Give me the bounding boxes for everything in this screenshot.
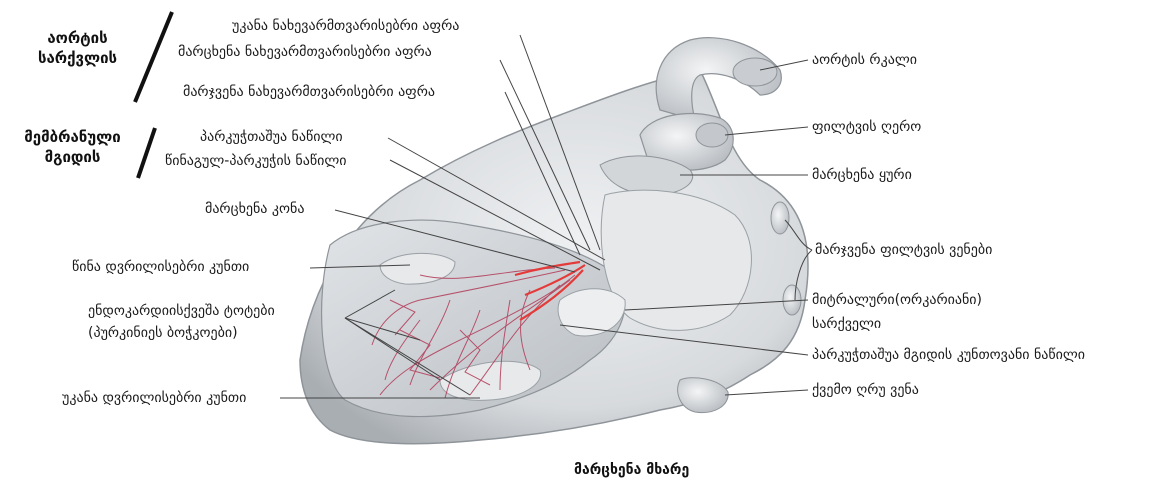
membranous-slash bbox=[138, 128, 155, 178]
label-pulmonary-trunk: ფილტვის ღერო bbox=[812, 119, 921, 135]
aorta-opening bbox=[733, 58, 777, 86]
label-mitral-line1: მიტრალური(ორკარიანი) bbox=[812, 292, 982, 308]
label-left-cusp: მარცხენა ნახევარმთვარისებრი აფრა bbox=[178, 44, 432, 60]
membranous-septum-group-label: მემბრანული მგიდის bbox=[10, 127, 135, 167]
label-left-auricle: მარცხენა ყური bbox=[812, 167, 912, 183]
label-aortic-arch: აორტის რკალი bbox=[812, 52, 917, 68]
aortic-valve-slash bbox=[135, 12, 172, 102]
label-inferior-vena-cava: ქვემო ღრუ ვენა bbox=[812, 382, 919, 398]
label-right-cusp: მარჯვენა ნახევარმთვარისებრი აფრა bbox=[183, 84, 435, 100]
label-purkinje-line2: (პურკინიეს ბოჭკოები) bbox=[88, 325, 238, 341]
label-anterior-papillary: წინა დვრილისებრი კუნთი bbox=[72, 259, 249, 275]
label-purkinje-line1: ენდოკარდიისქვეშა ტოტები bbox=[88, 303, 275, 319]
pulmonary-vein-upper bbox=[771, 202, 789, 234]
label-left-bundle-branch: მარცხენა კონა bbox=[205, 201, 304, 217]
label-posterior-cusp: უკანა ნახევარმთვარისებრი აფრა bbox=[232, 18, 459, 34]
label-posterior-papillary: უკანა დვრილისებრი კუნთი bbox=[62, 390, 246, 406]
aortic-valve-group-label: აორტის სარქვლის bbox=[20, 28, 135, 68]
pulmonary-opening bbox=[696, 123, 728, 147]
diagram-caption: მარცხენა მხარე bbox=[574, 462, 689, 478]
label-interventricular-part: პარკუჭთაშუა ნაწილი bbox=[200, 129, 343, 145]
label-muscular-septum: პარკუჭთაშუა მგიდის კუნთოვანი ნაწილი bbox=[812, 347, 1085, 363]
label-right-pulmonary-veins: მარჯვენა ფილტვის ვენები bbox=[815, 242, 992, 258]
pulmonary-vein-lower bbox=[783, 285, 801, 315]
label-atrioventricular-part: წინაგულ-პარკუჭის ნაწილი bbox=[165, 153, 347, 169]
label-mitral-line2: სარქველი bbox=[812, 316, 881, 332]
